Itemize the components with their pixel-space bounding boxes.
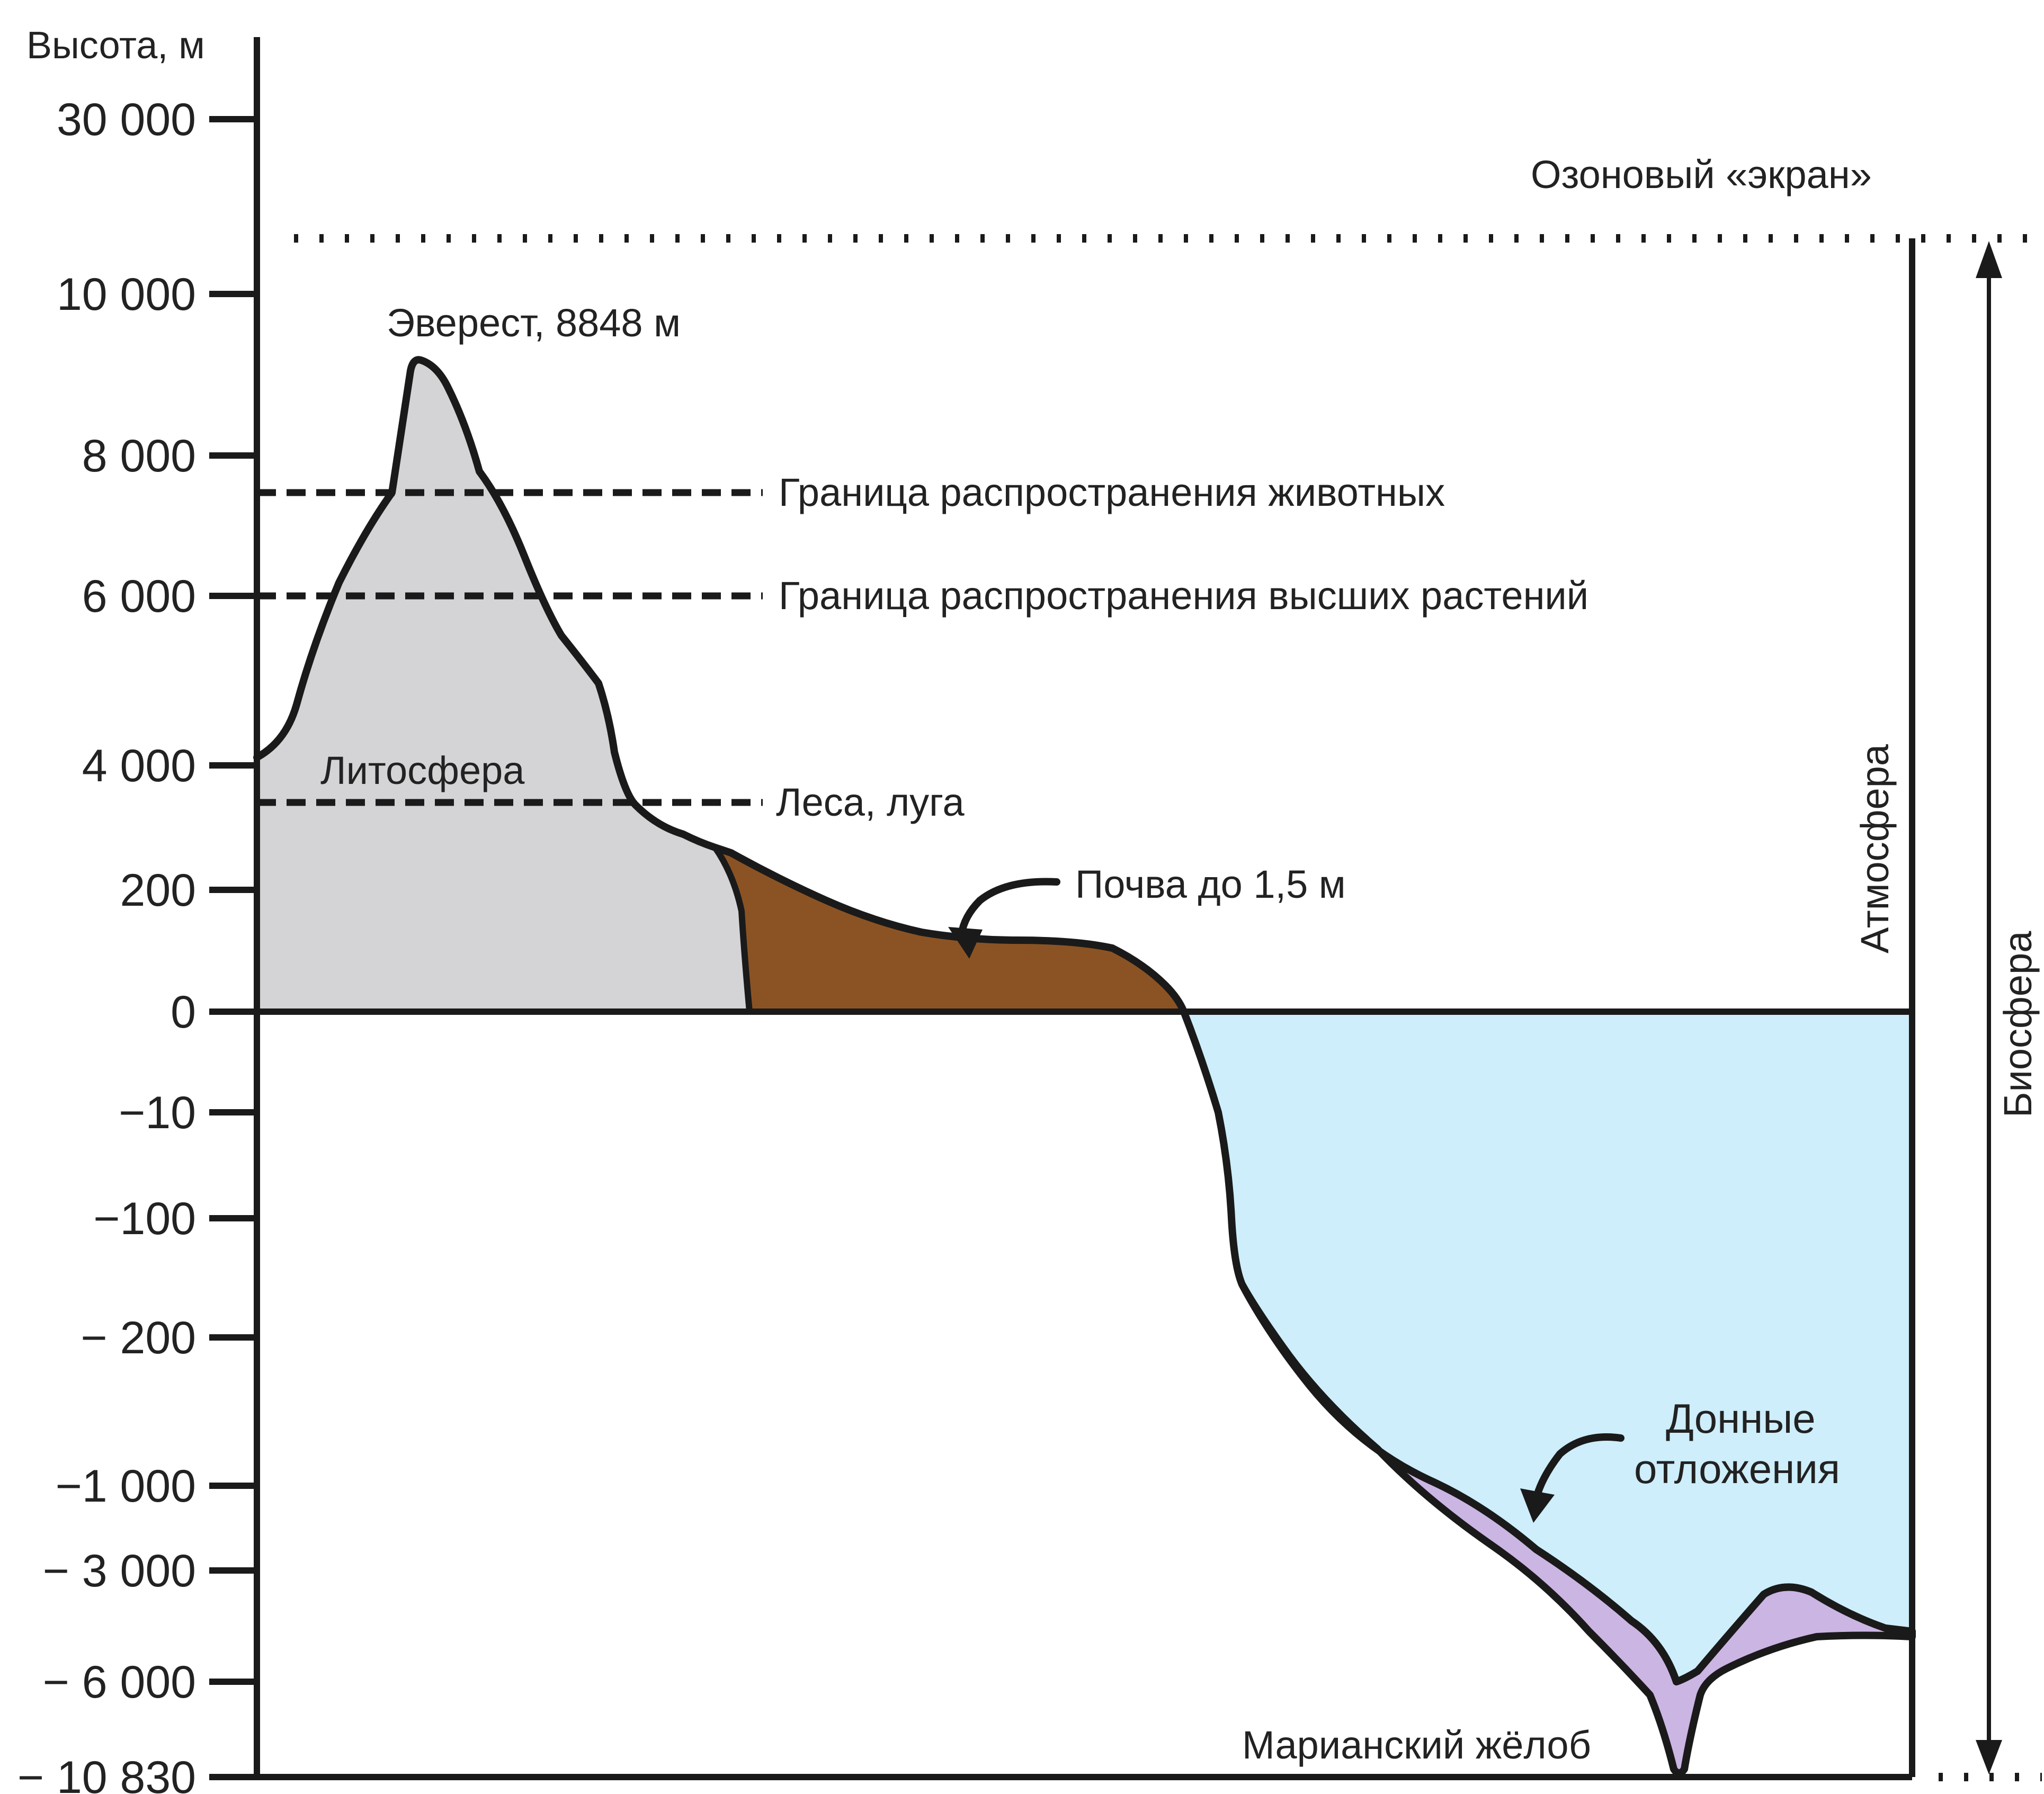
lithosphere-label: Литосфера — [320, 748, 525, 792]
soil-pointer-arrow — [958, 878, 1060, 939]
biosphere-arrow-up-head — [1976, 241, 2002, 278]
soil-area — [694, 845, 1184, 1012]
forests-label: Леса, луга — [776, 780, 965, 824]
tick-label: − 6 000 — [43, 1657, 196, 1708]
axis-title: Высота, м — [26, 24, 205, 67]
sediments-label-line1: Донные — [1666, 1395, 1816, 1442]
tick-label: 6 000 — [82, 571, 196, 622]
lithosphere-area — [257, 360, 749, 1012]
tick-label: 0 — [171, 987, 196, 1038]
atmosphere-label: Атмосфера — [1853, 744, 1897, 953]
ocean-area — [1181, 1012, 1912, 1682]
biosphere-label: Биосфера — [1996, 931, 2040, 1118]
axis-ticks — [209, 116, 257, 1780]
tick-label: 30 000 — [57, 94, 196, 145]
tick-label: − 3 000 — [43, 1546, 196, 1596]
tick-labels: 30 000 10 000 8 000 6 000 4 000 200 0 −1… — [17, 94, 196, 1794]
tick-label: −10 — [119, 1087, 196, 1138]
tick-label: − 200 — [81, 1313, 196, 1363]
terrain-outline — [253, 356, 1916, 1685]
tick-label: 200 — [120, 865, 197, 916]
biosphere-arrow-down-head — [1976, 1740, 2002, 1774]
soil-label: Почва до 1,5 м — [1075, 862, 1346, 906]
sediments-pointer-arrowhead — [1520, 1488, 1555, 1523]
tick-label: 8 000 — [82, 431, 196, 481]
tick-label: −1 000 — [56, 1461, 196, 1512]
animals-limit-label: Граница распространения животных — [779, 470, 1445, 514]
soil-boundary-line — [712, 845, 753, 1012]
soil-pointer-arrowhead — [948, 927, 983, 959]
ozone-label: Озоновый «экран» — [1531, 153, 1872, 197]
everest-label: Эверест, 8848 м — [387, 301, 681, 345]
trench-label: Марианский жёлоб — [1242, 1723, 1591, 1767]
tick-label: −100 — [93, 1193, 196, 1244]
plants-limit-label: Граница распространения высших растений — [779, 574, 1588, 618]
sediments-label-line2: отложения — [1634, 1445, 1840, 1492]
tick-label: − 10 830 — [17, 1752, 196, 1794]
sediments-pointer-arrow — [1532, 1433, 1625, 1503]
tick-label: 10 000 — [57, 269, 196, 320]
tick-label: 4 000 — [82, 740, 196, 791]
